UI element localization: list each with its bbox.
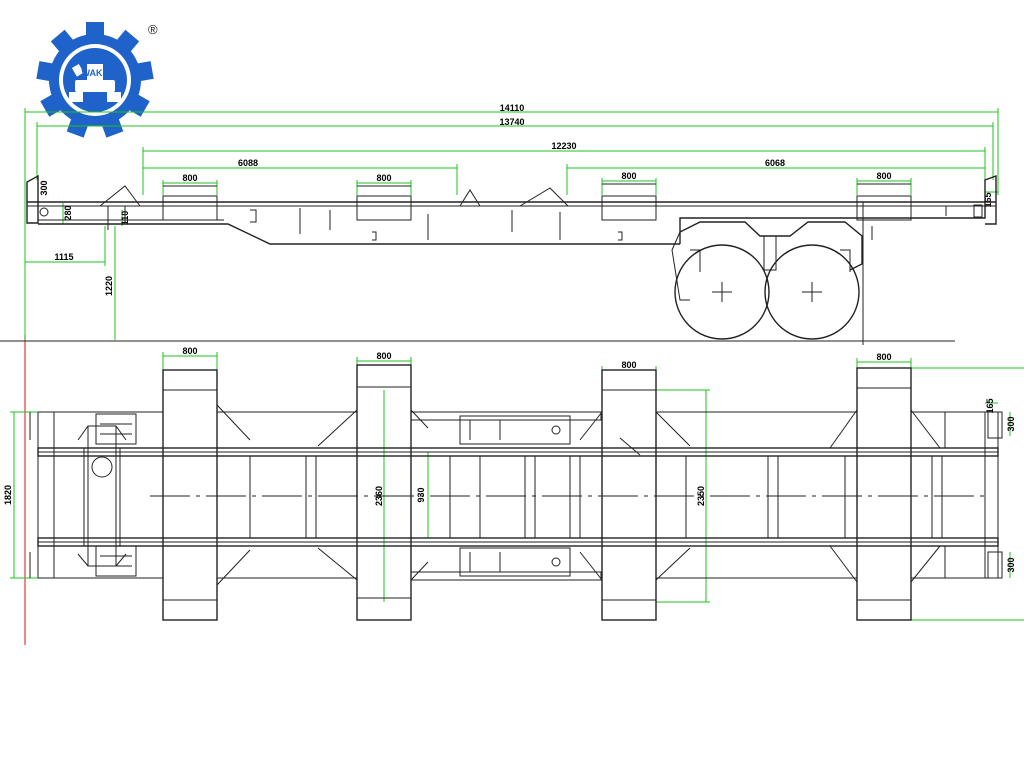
- dim-front-twistlock-spacing: 6088: [238, 158, 258, 168]
- wheel-rear: [764, 244, 860, 340]
- wheel-front: [674, 244, 770, 340]
- dim-frame-length: 13740: [499, 117, 524, 127]
- dim-pad-3: 800: [621, 171, 636, 181]
- dim-overall-length: 14110: [500, 103, 525, 113]
- top-dim-beam-spacing: 930: [416, 487, 426, 502]
- dim-pad-1: 800: [182, 173, 197, 183]
- top-dim-pad-2: 800: [376, 351, 391, 361]
- top-dim-rear-lock-2: 300: [1006, 557, 1016, 572]
- top-dim-pad-1: 800: [182, 346, 197, 356]
- logo-text: WAKE: [82, 68, 109, 78]
- dim-deck-height: 1220: [104, 276, 114, 296]
- dim-rear-height: 165: [983, 192, 993, 207]
- wake-logo: WAKE ®: [36, 22, 158, 138]
- dim-pad-4: 800: [876, 171, 891, 181]
- dim-rear-twistlock-spacing: 6068: [765, 158, 785, 168]
- side-view-dimensions: 14110 13740 12230 6088 6068 800 800 800 …: [24, 103, 999, 340]
- dim-kingpin-to-rear: 12230: [551, 141, 576, 151]
- top-dim-pad-4: 800: [876, 352, 891, 362]
- top-dim-pad-3: 800: [621, 360, 636, 370]
- dim-front-overhang: 1115: [54, 252, 73, 262]
- top-dim-overall-width: 1820: [3, 485, 13, 505]
- top-view-dimensions: 800 800 800 800 1820 2360 930 2350 300 3…: [3, 346, 1024, 621]
- dim-pad-2: 800: [376, 173, 391, 183]
- top-dim-rear-offset: 165: [985, 398, 995, 413]
- registered-mark: ®: [148, 22, 158, 37]
- top-view-trailer: [29, 364, 1003, 621]
- side-view-trailer: [26, 174, 997, 345]
- top-dim-rear-lock-1: 300: [1006, 416, 1016, 431]
- dim-gooseneck-height: 280: [63, 205, 73, 220]
- dim-front-beam-height: 300: [39, 180, 49, 195]
